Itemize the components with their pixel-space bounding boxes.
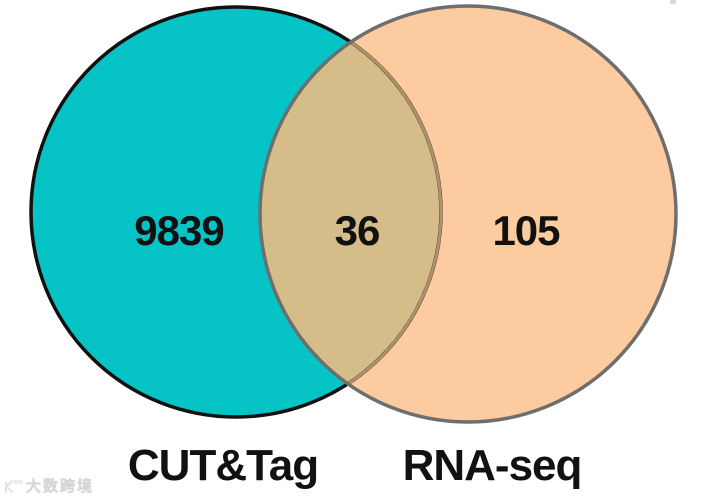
watermark-text: 大数跨境 [26,478,95,496]
count-rnaseq-unique: 105 [492,207,560,254]
set-label-cuttag: CUT&Tag [128,441,318,490]
set-label-rnaseq: RNA-seq [403,441,582,490]
watermark: 大数跨境 [3,475,94,496]
venn-intersection-right-arc [347,40,443,386]
venn-intersection-region [259,42,442,384]
cropped-edge-artifact [670,0,676,4]
count-overlap: 36 [335,207,380,254]
count-cuttag-unique: 9839 [134,207,223,254]
watermark-logo-icon [5,479,23,493]
venn-circle-rnaseq-outline [258,4,678,424]
